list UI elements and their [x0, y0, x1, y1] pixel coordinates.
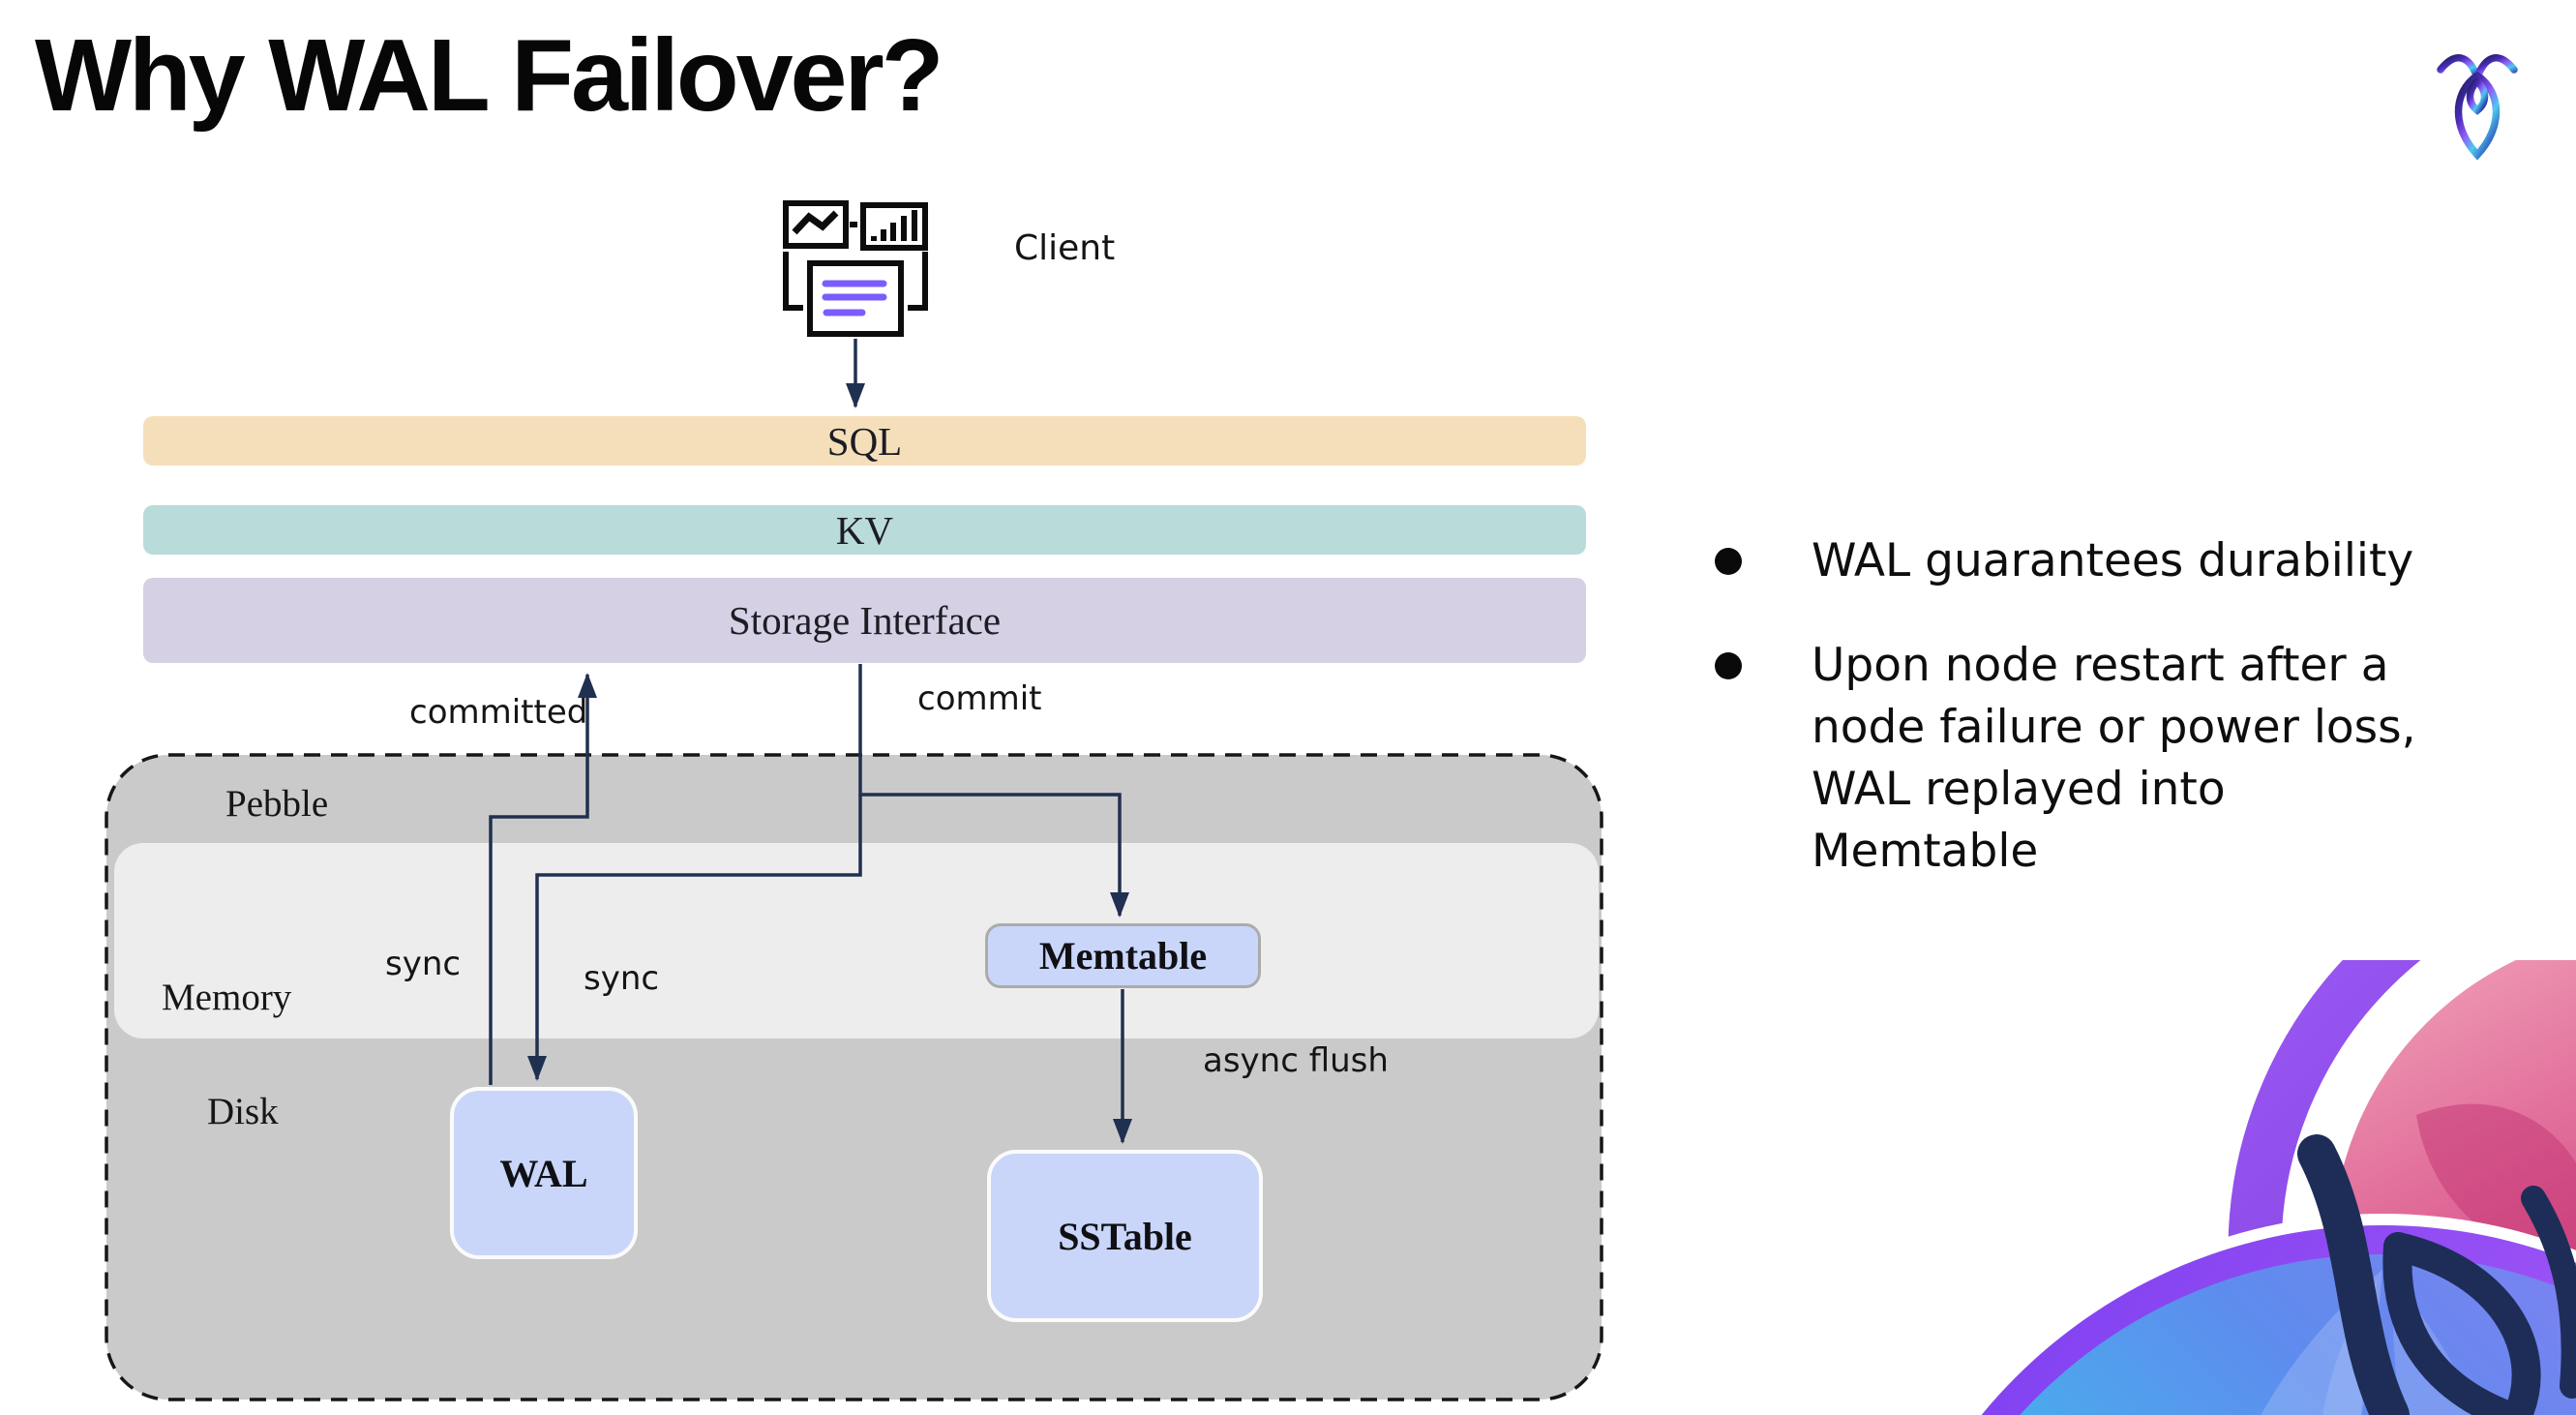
bullet-dot-icon: [1715, 548, 1742, 575]
client-icon: [783, 200, 928, 337]
bar-chart-bars: [871, 210, 917, 241]
bullet-item: WAL guarantees durability: [1715, 530, 2450, 592]
line-chart-zigzag: [792, 210, 839, 235]
line-chart-icon: [783, 200, 849, 249]
edge-label-commit: commit: [917, 679, 1042, 718]
page-title: Why WAL Failover?: [35, 18, 944, 133]
edge-label-sync-right: sync: [584, 959, 660, 998]
edge-label-sync-left: sync: [385, 945, 462, 983]
bullet-text: Upon node restart after a node failure o…: [1812, 639, 2416, 878]
right-bracket: [908, 252, 928, 311]
bullet-dot-icon: [1715, 652, 1742, 679]
layer-bar-sql: SQL: [143, 416, 1586, 466]
bullet-text: WAL guarantees durability: [1812, 534, 2414, 587]
layer-bar-sql-label: SQL: [826, 418, 903, 464]
navy-leaf-edge: [2382, 1232, 2521, 1415]
disk-zone-label: Disk: [207, 1091, 279, 1132]
bullet-list: WAL guarantees durability Upon node rest…: [1715, 530, 2450, 925]
corner-artwork-decoration: [1976, 960, 2576, 1415]
node-memtable: Memtable: [985, 923, 1261, 988]
node-wal: WAL: [450, 1087, 638, 1259]
layer-bar-kv-label: KV: [835, 507, 894, 553]
layer-bar-storage-interface: Storage Interface: [143, 578, 1586, 663]
memory-zone: [114, 843, 1599, 1039]
pebble-label: Pebble: [225, 783, 329, 825]
client-label: Client: [1014, 228, 1116, 268]
layer-bar-kv: KV: [143, 505, 1586, 555]
cockroachdb-logo-icon: [2437, 54, 2518, 161]
terminal-text-lines: [822, 280, 887, 316]
memory-zone-label: Memory: [162, 977, 292, 1018]
navy-stem: [2297, 1134, 2410, 1415]
left-bracket: [783, 252, 803, 311]
bullet-item: Upon node restart after a node failure o…: [1715, 635, 2450, 883]
node-sstable: SSTable: [987, 1150, 1263, 1322]
navy-leaf-edge: [2383, 1232, 2541, 1415]
node-wal-label: WAL: [499, 1151, 588, 1195]
node-memtable-label: Memtable: [1038, 934, 1208, 978]
node-sstable-label: SSTable: [1058, 1214, 1192, 1258]
edge-label-async-flush: async flush: [1203, 1041, 1389, 1080]
navy-body-edge: [2521, 1186, 2576, 1399]
layer-bar-storage-interface-label: Storage Interface: [728, 598, 1002, 643]
edge-label-committed: committed: [409, 693, 588, 732]
